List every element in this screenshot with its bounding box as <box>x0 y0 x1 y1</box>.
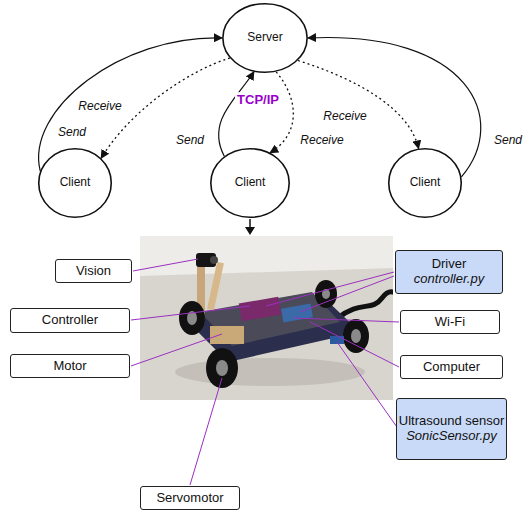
leader-line <box>133 259 198 271</box>
node-text: Client <box>410 176 441 190</box>
client-circle: Client <box>38 148 112 218</box>
track-line <box>338 292 393 318</box>
client-circle: Client <box>388 148 462 218</box>
callout-box: Motor <box>10 354 130 378</box>
edge-label: Receive <box>321 109 368 123</box>
edge-label: Send <box>174 133 206 147</box>
client-circle: Client <box>210 148 290 218</box>
node-text: Client <box>235 176 266 190</box>
node-subtitle: SonicSensor.py <box>399 429 505 444</box>
edge-label: Send <box>56 125 88 139</box>
node-title: Controller <box>42 313 98 328</box>
node-text: Vision <box>76 264 111 279</box>
receive-arrow <box>298 60 419 148</box>
wheel <box>206 348 238 388</box>
node-text: Computer <box>423 360 480 375</box>
node-text: Ultrasound sensorSonicSensor.py <box>399 414 505 444</box>
node-text: Controller <box>42 313 98 328</box>
edge-label: Receive <box>298 133 345 147</box>
send-arrow <box>308 38 481 177</box>
leader-line <box>190 378 222 485</box>
node-title: Motor <box>53 359 86 374</box>
photo-floor <box>140 268 393 400</box>
node-title: Ultrasound sensor <box>399 414 505 429</box>
node-title: Computer <box>423 360 480 375</box>
node-title: Client <box>410 176 441 190</box>
edge-label: Send <box>492 133 524 147</box>
node-text: Servomotor <box>156 491 223 506</box>
callout-box: Servomotor <box>140 486 240 510</box>
hub <box>351 329 361 343</box>
board <box>281 304 313 323</box>
node-title: Client <box>60 176 91 190</box>
node-title: Vision <box>76 264 111 279</box>
board <box>239 297 282 322</box>
callout-box: Vision <box>55 259 132 283</box>
server-circle: Server <box>222 3 308 73</box>
node-title: Client <box>235 176 266 190</box>
leader-lines <box>131 259 399 485</box>
callout-box: Drivercontroller.py <box>395 250 503 294</box>
edge-label: Receive <box>76 99 123 113</box>
node-title: Servomotor <box>156 491 223 506</box>
callout-box: Ultrasound sensorSonicSensor.py <box>396 398 507 460</box>
leader-line <box>310 322 399 367</box>
leader-line <box>300 276 394 312</box>
node-title: Wi-Fi <box>435 315 465 330</box>
photo-background <box>140 236 393 400</box>
leader-line <box>131 306 250 320</box>
shadow <box>175 358 365 386</box>
wheel <box>343 319 369 353</box>
protocol-label: TCP/IP <box>235 92 281 108</box>
callout-box: Controller <box>10 308 130 333</box>
receive-arrow <box>270 72 293 153</box>
node-text: Server <box>247 31 282 45</box>
camera-mast <box>207 262 224 310</box>
wheel <box>315 280 337 308</box>
camera-lens <box>210 256 218 264</box>
node-title: Driver <box>414 257 484 272</box>
node-text: Drivercontroller.py <box>414 257 484 287</box>
node-text: Motor <box>53 359 86 374</box>
leader-line <box>294 318 399 322</box>
send-arrow <box>219 72 254 156</box>
hub <box>216 360 228 376</box>
wheel <box>179 301 205 335</box>
node-text: Wi-Fi <box>435 315 465 330</box>
callout-box: Computer <box>400 355 503 379</box>
pointer-line <box>249 219 251 228</box>
node-subtitle: controller.py <box>414 272 484 287</box>
node-text: Client <box>60 176 91 190</box>
robot-car-photo <box>140 236 393 400</box>
wood-block <box>210 326 244 344</box>
leader-line <box>337 342 399 430</box>
leader-line <box>131 334 222 366</box>
node-title: Server <box>247 31 282 45</box>
callout-box: Wi-Fi <box>400 310 500 334</box>
pointer-head <box>245 227 255 235</box>
